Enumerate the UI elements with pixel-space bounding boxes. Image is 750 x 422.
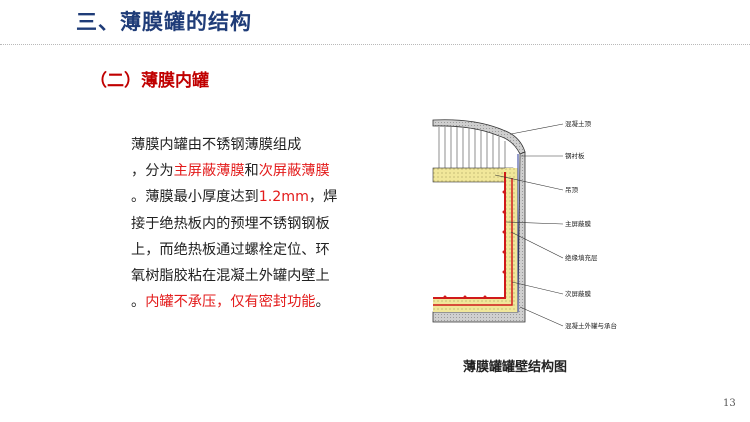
body-line-3: 。薄膜最小厚度达到1.2mm，焊 [131, 184, 361, 210]
label-secondary-barrier: 次屏蔽膜 [565, 289, 592, 298]
body-paragraph: 薄膜内罐由不锈钢薄膜组成 ，分为主屏蔽薄膜和次屏蔽薄膜 。薄膜最小厚度达到1.2… [131, 132, 361, 315]
label-steel-liner: 钢衬板 [565, 151, 585, 160]
label-suspended-deck: 吊顶 [565, 186, 579, 194]
roof-vertical-bars [438, 127, 506, 168]
primary-barrier-beads [443, 190, 506, 299]
body-line-7: 。内罐不承压，仅有密封功能。 [131, 289, 361, 315]
secondary-barrier-highlight: 次屏蔽薄膜 [258, 163, 330, 180]
body-text: ，焊 [308, 189, 338, 206]
leader-lines [494, 123, 564, 327]
slide-title: 三、薄膜罐的结构 [76, 10, 252, 34]
body-line-2: ，分为主屏蔽薄膜和次屏蔽薄膜 [131, 158, 361, 184]
label-primary-barrier: 主屏蔽膜 [565, 219, 592, 228]
body-text: 。 [315, 294, 330, 311]
label-insulation: 绝缘填充层 [565, 253, 598, 262]
primary-barrier [433, 172, 506, 299]
function-highlight: 内罐不承压，仅有密封功能 [145, 294, 316, 311]
title-divider [0, 44, 750, 45]
section-subtitle: （二）薄膜内罐 [90, 71, 209, 91]
body-text: ，分为 [131, 163, 174, 180]
body-text: 接于绝热板内的预埋不锈钢钢板 [131, 215, 330, 232]
diagram-labels: 混凝土顶 钢衬板 吊顶 主屏蔽膜 绝缘填充层 次屏蔽膜 混凝土外罐与承台 [565, 119, 617, 330]
insulation-layer [433, 168, 518, 312]
body-text: 上，而绝热板通过螺栓定位、环 [131, 241, 330, 258]
primary-barrier-highlight: 主屏蔽薄膜 [173, 163, 245, 180]
page-number: 13 [723, 398, 736, 409]
label-outer-wall-base: 混凝土外罐与承台 [565, 321, 617, 330]
body-line-6: 氧树脂胶粘在混凝土外罐内壁上 [131, 263, 361, 289]
tank-wall-diagram [432, 119, 564, 327]
body-line-5: 上，而绝热板通过螺栓定位、环 [131, 237, 361, 263]
thickness-highlight: 1.2mm [258, 189, 309, 206]
diagram-caption: 薄膜罐罐壁结构图 [463, 360, 568, 375]
body-line-4: 接于绝热板内的预埋不锈钢钢板 [131, 211, 361, 237]
secondary-barrier [433, 178, 513, 306]
body-text: 薄膜内罐由不锈钢薄膜组成 [131, 137, 302, 153]
label-concrete-roof: 混凝土顶 [565, 119, 592, 128]
body-text: 和 [244, 163, 259, 180]
body-line-1: 薄膜内罐由不锈钢薄膜组成 [131, 132, 361, 158]
body-text: 。薄膜最小厚度达到 [131, 189, 259, 206]
body-text: 氧树脂胶粘在混凝土外罐内壁上 [131, 268, 330, 285]
body-text: 。 [131, 294, 146, 311]
